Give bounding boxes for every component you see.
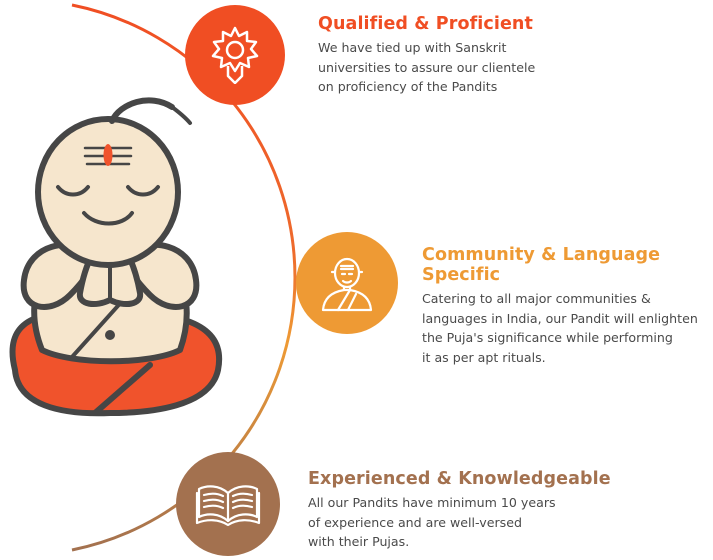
feature-2-desc-line: languages in India, our Pandit will enli…: [422, 310, 698, 326]
feature-1-desc-line: on proficiency of the Pandits: [318, 79, 498, 94]
feature-1-icon: [185, 5, 285, 105]
feature-1-text: Qualified & Proficient We have tied up w…: [318, 14, 535, 97]
feature-1-description: We have tied up with Sanskrit universiti…: [318, 38, 535, 97]
feature-2-desc-line: the Puja's significance while performing: [422, 330, 673, 345]
feature-2-description: Catering to all major communities & lang…: [422, 289, 713, 367]
feature-3-desc-line: of experience and are well-versed: [308, 514, 522, 530]
open-book-icon: [195, 485, 261, 527]
feature-3-desc-line: All our Pandits have minimum 10 years: [308, 495, 556, 510]
feature-2-desc-line: Catering to all major communities &: [422, 291, 651, 306]
feature-2-icon: [296, 232, 398, 334]
feature-1-desc-line: universities to assure our clientele: [318, 59, 536, 75]
feature-3-description: All our Pandits have minimum 10 years of…: [308, 493, 611, 552]
feature-3-desc-line: with their Pujas.: [308, 534, 410, 549]
feature-2-text: Community & Language Specific Catering t…: [422, 245, 713, 367]
sun-emblem-icon: [211, 26, 259, 84]
feature-2-title: Community & Language Specific: [422, 245, 661, 285]
feature-3-title: Experienced & Knowledgeable: [308, 469, 611, 489]
feature-3-text: Experienced & Knowledgeable All our Pand…: [308, 469, 611, 552]
feature-1-desc-line: We have tied up with Sanskrit: [318, 40, 507, 55]
meditating-pandit-illustration: [9, 97, 223, 417]
feature-3-icon: [176, 452, 280, 556]
feature-1-title: Qualified & Proficient: [318, 14, 533, 34]
feature-2-desc-line: it as per apt rituals.: [422, 349, 546, 365]
pandit-portrait-icon: [321, 257, 373, 312]
